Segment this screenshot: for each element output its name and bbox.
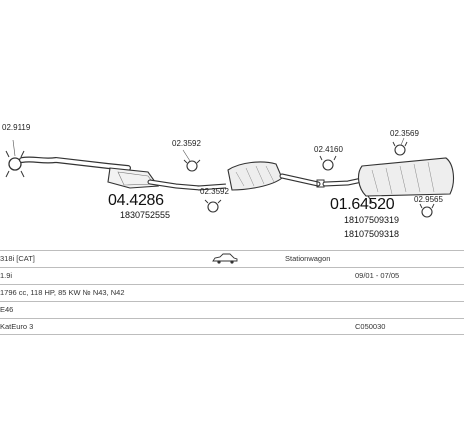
front-pipe-part (19, 156, 203, 191)
vehicle-emission: KatEuro 3 (0, 322, 34, 331)
car-side-icon (212, 253, 238, 266)
vehicle-specs: 1796 cc, 118 HP, 85 KW № N43, N42 (0, 288, 125, 297)
rear-clamp-upper-leader (400, 137, 405, 146)
centre-muffler-part (197, 161, 321, 191)
front-assembly-number: 04.4286 (108, 192, 164, 209)
rear-pipe-part (322, 177, 365, 187)
mid-clamp-lower-part (204, 199, 222, 213)
rear-oe-number-2: 18107509318 (344, 229, 400, 239)
info-row-model: 318i [CAT] Stationwagon (0, 250, 464, 267)
mid-clamp-upper-part (183, 159, 201, 172)
front-oe-number: 1830752555 (120, 210, 171, 220)
rear-clamp-upper-part (392, 141, 408, 156)
part-number-rear-clamp-upper: 02.3569 (390, 129, 419, 138)
vehicle-chassis: E46 (0, 305, 14, 314)
part-number-front-clamp: 02.9119 (2, 123, 31, 132)
vehicle-engine: 1.9i (0, 271, 13, 280)
vehicle-code: C050030 (355, 322, 386, 331)
info-row-emission: KatEuro 3 C050030 (0, 318, 464, 335)
info-row-engine: 1.9i 09/01 - 07/05 (0, 267, 464, 284)
exhaust-diagram: 02.9119 02.3592 02.3592 02.4160 02.3569 … (2, 123, 455, 239)
part-number-rear-clamp-lower: 02.9565 (414, 195, 443, 204)
part-number-mid-hanger: 02.4160 (314, 145, 343, 154)
rear-muffler-part (357, 157, 455, 203)
vehicle-model: 318i [CAT] (0, 254, 35, 263)
info-row-specs: 1796 cc, 118 HP, 85 KW № N43, N42 (0, 284, 464, 301)
part-number-mid-clamp-upper: 02.3592 (172, 139, 201, 148)
vehicle-info-table: 318i [CAT] Stationwagon 1.9i 09/01 - 07/… (0, 250, 464, 335)
front-clamp-part (5, 150, 25, 178)
vehicle-date-range: 09/01 - 07/05 (355, 271, 400, 280)
front-clamp-leader (12, 139, 16, 157)
exhaust-drawing (5, 137, 455, 218)
rear-oe-number-1: 18107509319 (344, 215, 400, 225)
info-row-chassis: E46 (0, 301, 464, 318)
rear-clamp-lower-part (419, 203, 435, 218)
part-number-mid-clamp-lower: 02.3592 (200, 187, 229, 196)
mid-clamp-upper-leader (182, 149, 191, 162)
mid-hanger-part (319, 155, 337, 171)
vehicle-body-type: Stationwagon (285, 254, 331, 263)
rear-assembly-number: 01.64520 (330, 196, 395, 213)
